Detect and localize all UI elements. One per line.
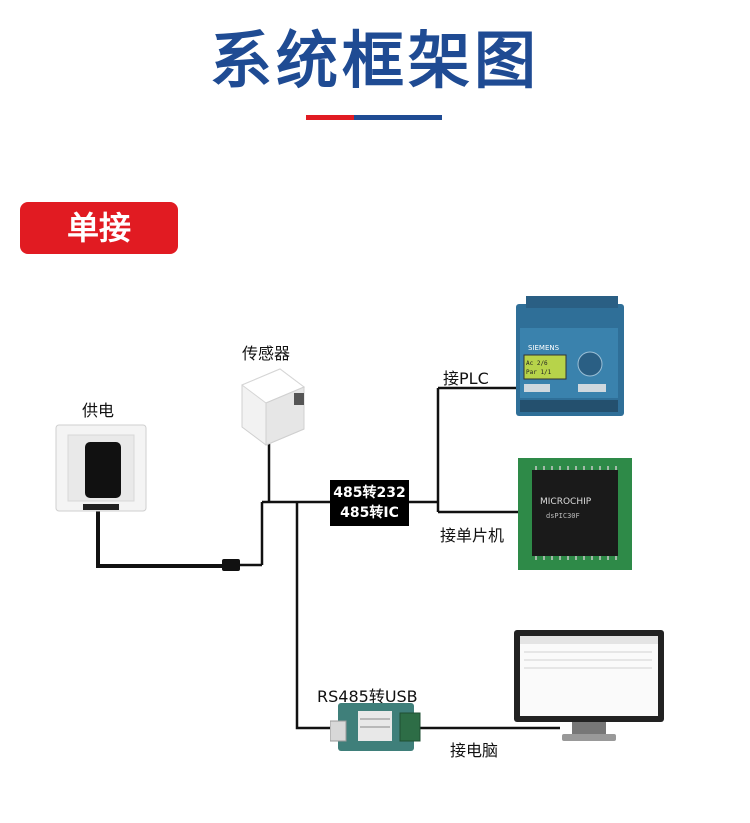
power-cord bbox=[96, 508, 224, 568]
converter-box: 485转232 485转IC bbox=[330, 480, 409, 526]
usb-converter-label: RS485转USB bbox=[317, 687, 418, 706]
plc-image: SIEMENS Ac 2/6 Par 1/1 bbox=[516, 292, 628, 424]
power-label: 供电 bbox=[82, 401, 115, 420]
mode-badge: 单接 bbox=[20, 202, 178, 254]
svg-text:Par 1/1: Par 1/1 bbox=[526, 369, 552, 376]
usb-branch-wire bbox=[295, 502, 332, 730]
svg-text:Ac 2/6: Ac 2/6 bbox=[526, 360, 548, 367]
title-underline-blue bbox=[354, 115, 442, 120]
converter-line-1: 485转232 bbox=[333, 485, 406, 501]
page-title: 系统框架图 bbox=[209, 24, 540, 97]
usb-converter-image bbox=[329, 703, 422, 759]
computer-label: 接电脑 bbox=[450, 741, 499, 760]
mcu-chip-image: MICROCHIP dsPIC30F bbox=[518, 458, 632, 574]
power-adapter-image bbox=[55, 424, 147, 516]
svg-text:MICROCHIP: MICROCHIP bbox=[540, 497, 592, 507]
svg-text:dsPIC30F: dsPIC30F bbox=[546, 512, 580, 520]
plc-label: 接PLC bbox=[443, 369, 489, 388]
power-plug bbox=[222, 559, 240, 571]
title-underline-red bbox=[306, 115, 354, 120]
mcu-label: 接单片机 bbox=[440, 526, 505, 545]
computer-monitor-image bbox=[512, 628, 668, 750]
converter-line-2: 485转IC bbox=[340, 505, 399, 521]
sensor-image bbox=[238, 365, 310, 451]
svg-text:SIEMENS: SIEMENS bbox=[528, 344, 560, 352]
sensor-label: 传感器 bbox=[242, 344, 291, 363]
